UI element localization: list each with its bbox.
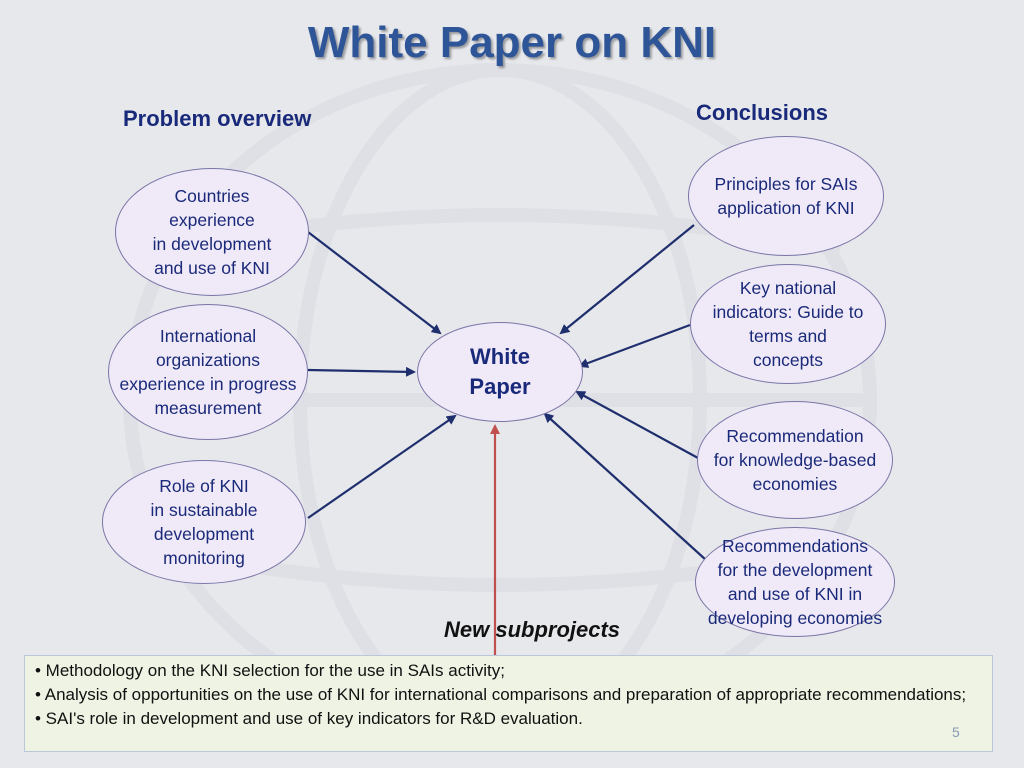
problem-overview-heading: Problem overview [123,106,312,131]
node-label: Role of KNI in sustainable development m… [150,476,258,568]
node-label: Recommendations for the development and … [707,536,883,628]
node-label: International organizations experience i… [119,326,297,418]
node-countries-experience: Countries experience in development and … [115,168,309,296]
node-role-of-kni: Role of KNI in sustainable development m… [102,460,306,584]
arrow-guide-to-center [578,323,691,368]
node-key-national-indicators: Key national indicators: Guide to terms … [690,264,886,384]
arrow-recommendation-to-center [575,391,699,459]
node-label: Principles for SAIs application of KNI [714,174,858,218]
conclusions-heading: Conclusions [696,100,829,125]
subproject-item: • Analysis of opportunities on the use o… [35,685,967,704]
arrow-intl-orgs-to-center [307,366,416,377]
arrow-principles-to-center [559,224,695,335]
slide-title: White Paper on KNI [307,18,717,67]
new-subprojects-label: New subprojects [444,617,621,642]
node-label: Key national indicators: Guide to terms … [712,278,864,370]
node-international-organizations: International organizations experience i… [108,304,308,440]
node-recommendations-developing: Recommendations for the development and … [695,527,895,637]
center-label: White Paper [469,344,531,399]
node-white-paper: White Paper [417,322,583,422]
arrow-countries-to-center [307,231,442,335]
page-number: 5 [952,724,960,740]
arrow-role-to-center [307,414,457,519]
node-label: Countries experience in development and … [152,186,272,278]
node-principles-for-sais: Principles for SAIs application of KNI [688,136,884,256]
node-recommendation-knowledge: Recommendation for knowledge-based econo… [697,401,893,519]
arrow-recommendations-to-center [543,412,707,561]
subproject-item: • Methodology on the KNI selection for t… [35,661,505,680]
subprojects-box: • Methodology on the KNI selection for t… [24,655,993,752]
subproject-item: • SAI's role in development and use of k… [35,709,583,728]
node-label: Recommendation for knowledge-based econo… [713,426,877,494]
